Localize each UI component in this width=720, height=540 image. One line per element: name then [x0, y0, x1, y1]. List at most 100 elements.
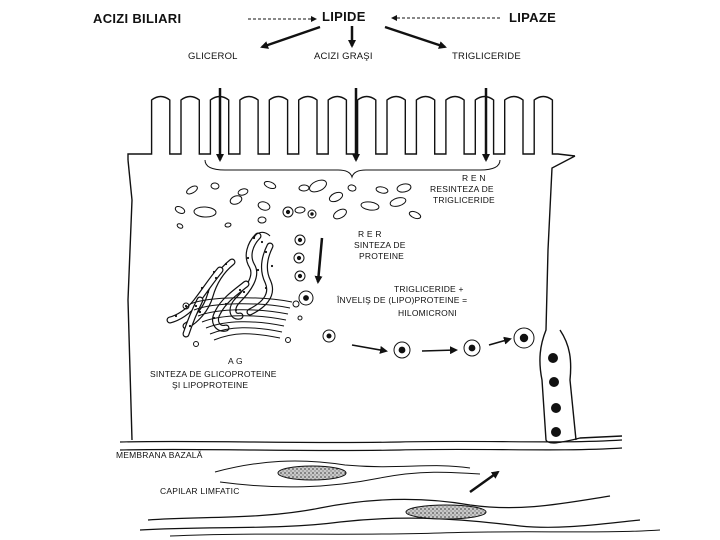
rer-cisterna-lumen — [247, 243, 273, 315]
digestion-arrows — [248, 15, 500, 49]
label-hilo-3: HILOMICRONI — [398, 308, 457, 318]
fibroblast-outline — [214, 460, 471, 473]
label-resinteza-1: RESINTEZA DE — [430, 184, 494, 194]
ser-vesicle — [229, 195, 243, 205]
ribosome — [194, 304, 198, 308]
golgi-cisterna — [209, 327, 283, 335]
rer-tip — [253, 231, 271, 239]
chylomicron-core — [296, 255, 302, 261]
golgi-vesicle — [182, 302, 190, 310]
ribosome — [242, 290, 246, 294]
label-sinteza-proteine-1: SINTEZA DE — [354, 240, 406, 250]
ser-vesicle — [224, 222, 232, 228]
golgi-cisterna — [213, 333, 281, 341]
golgi-vesicle — [193, 341, 199, 347]
arrow-rer-down — [314, 237, 324, 284]
ser-vesicle — [360, 201, 380, 211]
chylomicron-extracellular — [548, 353, 558, 363]
ribosome — [184, 304, 188, 308]
chylomicron-core — [519, 333, 529, 343]
ribosome — [174, 314, 178, 318]
capillary-wall-bottom — [169, 529, 661, 537]
ser-vesicle — [333, 208, 347, 220]
ser-vesicle — [263, 180, 277, 190]
label-acizi-grasi: ACIZI GRAŞI — [314, 51, 373, 62]
ser-vesicle — [309, 179, 327, 193]
ribosome — [238, 288, 242, 292]
ribosome — [270, 264, 274, 268]
label-glico-1: SINTEZA DE GLICOPROTEINE — [150, 369, 277, 379]
chylomicron-extracellular — [549, 377, 559, 387]
rer-cisterna-lumen — [183, 297, 203, 337]
rough-er — [166, 231, 274, 338]
basal-membrane-line-1 — [119, 439, 623, 444]
ser-vesicle — [396, 183, 412, 193]
ribosome — [256, 268, 260, 272]
fibroblast-outline-lower — [219, 471, 481, 488]
chylomicron-core — [297, 237, 303, 243]
ribosome — [200, 286, 204, 290]
golgi-cisterna — [205, 321, 285, 329]
chylomicron-core — [310, 212, 314, 216]
arrow-to-glicerol — [260, 25, 321, 49]
label-acizi-biliari: ACIZI BILIARI — [93, 11, 182, 26]
arrow-to-trigliceride — [384, 25, 447, 49]
ser-vesicle — [257, 216, 267, 224]
label-trigliceride: TRIGLICERIDE — [452, 51, 521, 62]
capillary-wall-lower — [139, 517, 641, 531]
label-resinteza-2: TRIGLICERIDE — [433, 195, 495, 205]
chylomicron-extracellular — [551, 403, 561, 413]
basal-region — [119, 439, 661, 537]
ser-vesicle — [298, 184, 310, 192]
endothelial-nucleus — [405, 504, 487, 520]
arrow-exocytosis-3 — [488, 336, 512, 346]
golgi-vesicle — [285, 337, 291, 343]
ribosome — [188, 324, 192, 328]
ser-vesicle — [389, 197, 407, 207]
ser-vesicle — [328, 191, 344, 203]
label-lipaze: LIPAZE — [509, 10, 557, 25]
ribosome — [264, 286, 268, 290]
ser-vesicle — [174, 206, 186, 214]
ribosome — [260, 240, 264, 244]
label-glico-2: ŞI LIPOPROTEINE — [172, 380, 249, 390]
microvilli-border — [127, 95, 576, 160]
absorption-arrows — [216, 88, 490, 162]
chylomicron-core — [398, 346, 406, 354]
chylomicron-core — [285, 209, 291, 215]
label-glicerol: GLICEROL — [188, 51, 238, 62]
label-capilar-limfatic: CAPILAR LIMFATIC — [160, 486, 240, 496]
golgi-cisterna — [189, 297, 293, 305]
rer-cisterna-lumen — [213, 281, 249, 331]
ser-vesicle — [294, 206, 306, 214]
chylomicron-droplets — [282, 206, 561, 437]
ser-vesicle — [257, 201, 271, 211]
ser-vesicle — [186, 185, 198, 195]
ser-vesicle — [237, 188, 249, 196]
ser-vesicle — [347, 184, 357, 192]
label-hilo-1: TRIGLICERIDE + — [394, 284, 464, 294]
ser-vesicle — [408, 210, 422, 220]
label-membrana-bazala: MEMBRANA BAZALĂ — [116, 450, 203, 460]
ribosome — [214, 276, 218, 280]
label-hilo-2: ÎNVELIŞ DE (LIPO)PROTEINE = — [337, 295, 468, 305]
ribosome — [224, 262, 228, 266]
label-lipide: LIPIDE — [322, 9, 366, 24]
basal-membrane-line-2 — [119, 447, 623, 452]
label-ren: R E N — [462, 173, 486, 183]
ser-vesicle — [193, 206, 217, 218]
golgi-apparatus — [182, 297, 303, 347]
ser-vesicle — [176, 223, 184, 229]
chylomicron-core — [303, 295, 309, 301]
arrow-into-lymph — [469, 470, 500, 494]
golgi-vesicle — [297, 315, 303, 321]
arrow-exocytosis-1 — [351, 344, 388, 354]
brush-border-brace — [204, 159, 501, 179]
label-sinteza-proteine-2: PROTEINE — [359, 251, 405, 261]
capillary-wall-upper — [147, 495, 611, 521]
chylomicron-core — [468, 344, 476, 352]
golgi-cisterna — [197, 309, 289, 317]
smooth-er-vesicles — [174, 179, 422, 229]
